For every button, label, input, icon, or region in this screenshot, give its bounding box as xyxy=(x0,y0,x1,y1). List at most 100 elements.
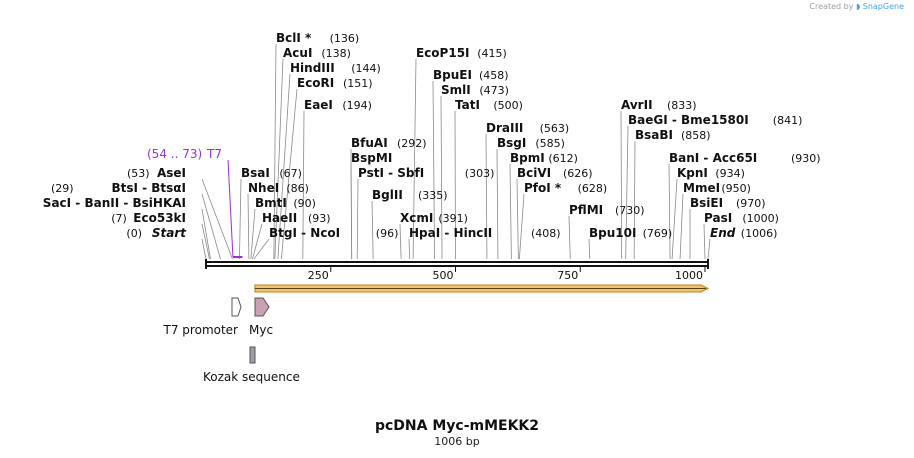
site-connector xyxy=(201,193,221,260)
enzyme-site-label: Eco53kI xyxy=(133,211,186,225)
site-connector xyxy=(412,58,417,260)
enzyme-site-position: (7) xyxy=(111,212,127,225)
kozak-label: Kozak sequence xyxy=(203,370,300,384)
enzyme-site-label: BsaBI xyxy=(635,128,673,142)
snapgene-watermark: Created by ◗ SnapGene xyxy=(809,2,904,11)
site-connector xyxy=(568,215,571,260)
enzyme-site-label: KpnI xyxy=(677,166,708,180)
primer-t7-range: (54 .. 73) xyxy=(147,147,202,161)
enzyme-site-position: (626) xyxy=(563,167,593,180)
enzyme-site-position: (0) xyxy=(126,227,142,240)
enzyme-site-position: (29) xyxy=(51,182,74,195)
site-connector xyxy=(247,193,250,260)
enzyme-site-position: (1000) xyxy=(742,212,779,225)
t7-promoter-label: T7 promoter xyxy=(163,323,239,337)
enzyme-site-position: (473) xyxy=(479,84,509,97)
enzyme-site-position: (1006) xyxy=(741,227,778,240)
enzyme-site-label: HpaI - HincII xyxy=(409,226,492,240)
enzyme-site-label: EcoRI xyxy=(297,76,334,90)
enzyme-site-label: BtgI - NcoI xyxy=(269,226,340,240)
enzyme-site-label: XcmI xyxy=(400,211,433,225)
enzyme-site-position: (769) xyxy=(643,227,673,240)
enzyme-site-label: BpuEI xyxy=(433,68,472,82)
site-connector xyxy=(239,178,242,260)
site-connector xyxy=(588,238,591,260)
enzyme-site-position: (730) xyxy=(615,204,645,217)
enzyme-site-position: (292) xyxy=(397,137,427,150)
site-connector xyxy=(399,223,402,260)
map-length: 1006 bp xyxy=(434,435,480,448)
site-connector xyxy=(620,110,623,260)
site-connector xyxy=(201,223,210,260)
enzyme-site-label: AvrII xyxy=(621,98,653,112)
site-connector xyxy=(679,193,684,260)
enzyme-site-position: (391) xyxy=(438,212,468,225)
enzyme-site-position: (585) xyxy=(535,137,565,150)
enzyme-site-label: SacI - BanII - BsiHKAI xyxy=(43,196,186,210)
site-connector xyxy=(408,238,410,260)
enzyme-site-position: (970) xyxy=(736,197,766,210)
site-connector xyxy=(668,163,671,260)
site-connector xyxy=(252,223,263,260)
enzyme-site-label: BmtI xyxy=(255,196,287,210)
site-connector xyxy=(625,125,629,260)
site-connector xyxy=(201,238,207,260)
enzyme-site-position: (458) xyxy=(479,69,509,82)
site-connector xyxy=(371,200,374,260)
enzyme-site-label: BglII xyxy=(372,188,403,202)
site-connector xyxy=(496,148,499,260)
ruler-tick-label: 1000 xyxy=(675,269,703,282)
enzyme-site-label: BpmI xyxy=(510,151,545,165)
enzyme-site-label: PfoI * xyxy=(524,181,562,195)
site-connector xyxy=(516,178,519,260)
enzyme-site-label: BtsI - BtsαI xyxy=(111,181,186,195)
enzyme-site-position: (90) xyxy=(293,197,316,210)
site-connector xyxy=(280,88,298,260)
ruler-tick-label: 750 xyxy=(557,269,578,282)
enzyme-site-label: BspMI xyxy=(351,151,392,165)
enzyme-site-position: (303) xyxy=(465,167,495,180)
enzyme-site-label: BsiEI xyxy=(690,196,723,210)
enzyme-site-position: (612) xyxy=(548,152,578,165)
enzyme-site-position: (950) xyxy=(721,182,751,195)
enzyme-site-label: EcoP15I xyxy=(416,46,470,60)
site-connector xyxy=(633,140,636,260)
site-connector xyxy=(671,178,678,260)
primer-t7-connector xyxy=(227,159,234,258)
enzyme-site-label: BclI * xyxy=(276,31,312,45)
enzyme-site-position: (934) xyxy=(715,167,745,180)
enzyme-site-label: EaeI xyxy=(304,98,333,112)
enzyme-site-position: (408) xyxy=(531,227,561,240)
site-connector xyxy=(273,43,277,260)
site-connector xyxy=(356,178,359,260)
enzyme-site-label: HindIII xyxy=(290,61,335,75)
enzyme-site-label: SmlI xyxy=(441,83,471,97)
enzyme-site-label: PasI xyxy=(704,211,732,225)
enzyme-site-label: BanI - Acc65I xyxy=(669,151,757,165)
enzyme-site-label: BciVI xyxy=(517,166,551,180)
enzyme-site-position: (144) xyxy=(351,62,381,75)
enzyme-site-label: PstI - SbfI xyxy=(358,166,424,180)
kozak-feature xyxy=(249,346,256,364)
enzyme-site-position: (86) xyxy=(286,182,309,195)
site-connector xyxy=(509,163,512,260)
enzyme-site-label: MmeI xyxy=(683,181,720,195)
t7-promoter-feature xyxy=(231,297,242,317)
site-connector xyxy=(302,110,305,260)
enzyme-site-position: (96) xyxy=(376,227,399,240)
site-connector xyxy=(201,178,233,260)
site-connector xyxy=(277,73,291,260)
enzyme-site-position: (151) xyxy=(343,77,373,90)
site-connector xyxy=(350,163,353,260)
enzyme-site-position: (67) xyxy=(279,167,302,180)
enzyme-site-position: (841) xyxy=(773,114,803,127)
site-connector xyxy=(440,95,443,260)
site-connector xyxy=(454,110,456,260)
enzyme-site-label: DraIII xyxy=(486,121,523,135)
ruler-tick-label: 500 xyxy=(433,269,454,282)
map-title: pcDNA Myc-mMEKK2 xyxy=(374,418,540,434)
enzyme-site-position: (136) xyxy=(330,32,360,45)
enzyme-site-position: (335) xyxy=(418,189,448,202)
enzyme-site-label: HaeII xyxy=(262,211,297,225)
